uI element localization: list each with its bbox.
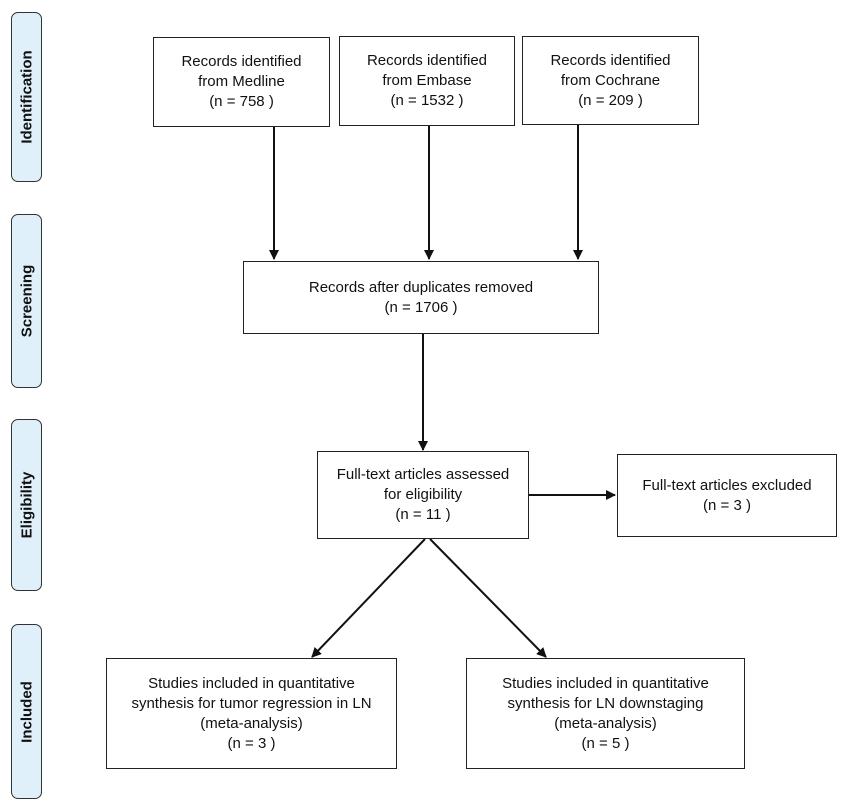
downstaging-line2: synthesis for LN downstaging (507, 694, 704, 712)
cochrane-line1: Records identified (550, 51, 671, 69)
phase-identification: Identification (11, 12, 42, 182)
medline-count: (n = 758 ) (209, 93, 274, 110)
excluded-line1: Full-text articles excluded (642, 476, 812, 494)
arrow-assessed-to-downstaging (429, 538, 547, 658)
excluded-count: (n = 3 ) (703, 496, 751, 514)
cochrane-count: (n = 209 ) (578, 91, 643, 109)
medline-line1: Records identified (181, 53, 302, 70)
phase-eligibility: Eligibility (11, 419, 42, 591)
embase-count: (n = 1532 ) (390, 92, 464, 109)
assessed-line2: for eligibility (383, 486, 463, 503)
box-included-downstaging: Studies included in quantitative synthes… (466, 658, 745, 769)
embase-line1: Records identified (366, 52, 488, 69)
downstaging-line3: (meta-analysis) (554, 714, 657, 732)
assessed-line1: Full-text articles assessed (336, 466, 510, 483)
tumor-line3: (meta-analysis) (200, 714, 303, 732)
box-excluded: Full-text articles excluded (n = 3 ) (617, 454, 837, 537)
tumor-count: (n = 3 ) (227, 734, 276, 752)
embase-line2: from Embase (382, 72, 472, 89)
box-medline: Records identified from Medline (n = 758… (153, 37, 330, 127)
box-assessed: Full-text articles assessed for eligibil… (317, 451, 529, 539)
box-embase: Records identified from Embase (n = 1532… (339, 36, 515, 126)
tumor-line2: synthesis for tumor regression in LN (131, 694, 372, 712)
arrow-assessed-to-tumor (311, 538, 426, 658)
medline-line2: from Medline (198, 73, 285, 90)
box-cochrane: Records identified from Cochrane (n = 20… (522, 36, 699, 125)
box-included-tumor: Studies included in quantitative synthes… (106, 658, 397, 769)
screening-line1: Records after duplicates removed (308, 278, 534, 296)
downstaging-line1: Studies included in quantitative (502, 674, 709, 692)
assessed-count: (n = 11 ) (395, 506, 451, 523)
cochrane-line2: from Cochrane (560, 71, 661, 89)
downstaging-count: (n = 5 ) (581, 734, 630, 752)
box-screening: Records after duplicates removed (n = 17… (243, 261, 599, 334)
phase-included: Included (11, 624, 42, 799)
phase-screening: Screening (11, 214, 42, 388)
screening-count: (n = 1706 ) (384, 298, 458, 316)
tumor-line1: Studies included in quantitative (148, 674, 355, 692)
